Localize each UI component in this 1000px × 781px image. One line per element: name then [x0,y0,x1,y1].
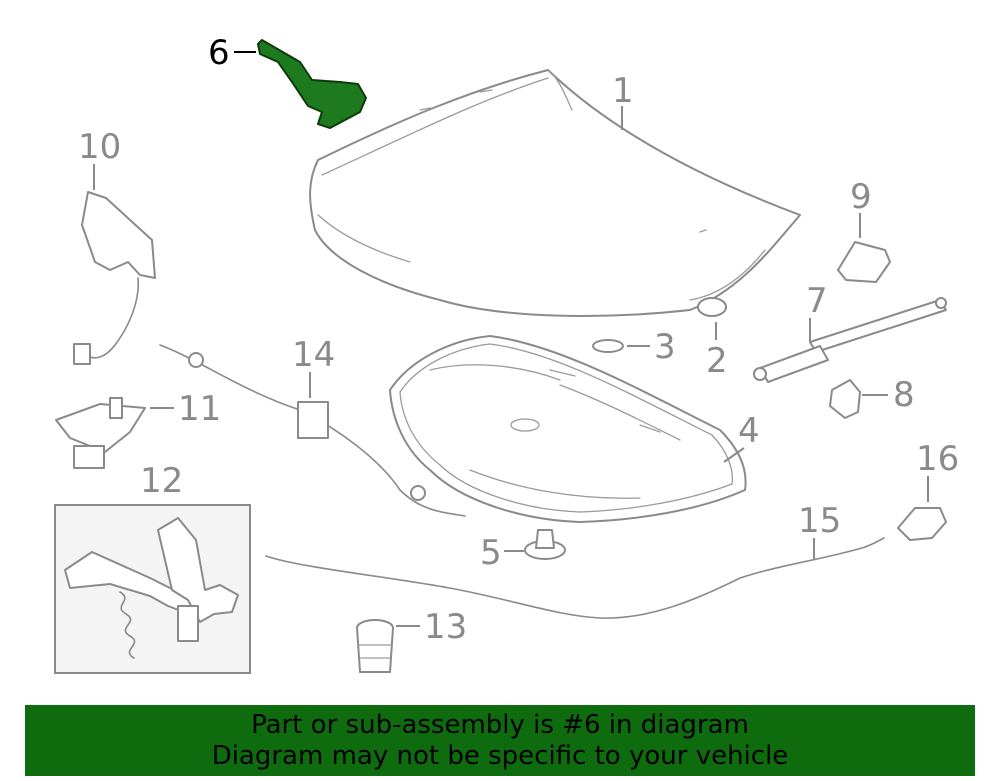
hood-bumper[interactable] [356,619,394,673]
svg-text:15: 15 [798,501,841,541]
callout-12: 12 [140,461,183,501]
svg-text:14: 14 [292,335,335,375]
callout-11: 11 [150,389,221,429]
svg-text:13: 13 [424,607,467,647]
svg-text:6: 6 [208,33,230,73]
hood-support-strut[interactable] [753,297,947,383]
info-banner: Part or sub-assembly is #6 in diagram Di… [25,705,975,776]
cable-clip[interactable] [897,507,947,541]
callout-7: 7 [806,281,828,342]
latch-release-bracket[interactable] [73,191,156,365]
hood-ring[interactable] [697,297,727,317]
retainer-clip[interactable] [524,529,566,560]
callout-4: 4 [723,411,760,463]
svg-text:1: 1 [612,71,634,111]
callout-9: 9 [850,177,872,238]
svg-text:8: 8 [893,375,915,415]
callout-8: 8 [862,375,915,415]
svg-text:7: 7 [806,281,828,321]
callout-10: 10 [78,127,121,190]
svg-text:12: 12 [140,461,183,501]
bumper-bracket[interactable] [837,241,891,283]
svg-text:4: 4 [738,411,760,451]
svg-text:5: 5 [480,533,502,573]
parts-diagram: 1 2 3 4 5 6 7 8 9 10 11 12 [54,33,959,674]
hood-insulator[interactable] [389,335,747,523]
callout-13: 13 [396,607,467,647]
callout-14: 14 [292,335,335,398]
svg-text:2: 2 [706,341,728,381]
callout-1: 1 [612,71,634,130]
hood-hinge[interactable] [257,39,367,129]
grommet[interactable] [592,339,624,353]
svg-text:3: 3 [654,327,676,367]
callout-6: 6 [208,33,256,73]
banner-line-2: Diagram may not be specific to your vehi… [211,741,789,771]
svg-text:9: 9 [850,177,872,217]
hood-latch[interactable] [55,397,146,469]
banner-line-1: Part or sub-assembly is #6 in diagram [251,710,749,740]
callout-2: 2 [706,322,728,381]
hood-panel[interactable] [309,69,801,317]
callout-3: 3 [627,327,676,367]
latch-handle-assembly[interactable] [64,517,239,659]
release-handle-cable[interactable] [159,344,466,517]
callout-16: 16 [916,439,959,502]
callout-5: 5 [480,533,524,573]
svg-text:10: 10 [78,127,121,167]
svg-text:16: 16 [916,439,959,479]
callout-15: 15 [798,501,841,560]
svg-text:11: 11 [178,389,221,429]
hinge-bracket[interactable] [829,379,861,419]
release-cable[interactable] [265,537,885,619]
